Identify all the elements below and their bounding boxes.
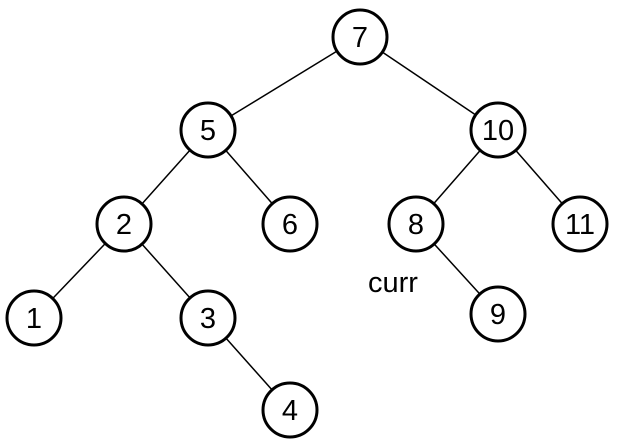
node-circle [5,289,63,347]
node-circle [469,285,527,343]
edge-n8-n9 [433,243,481,295]
node-label: 11 [565,209,595,241]
tree-node-4: 4 [261,381,319,439]
node-circle [331,8,389,66]
tree-node-10: 10 [469,101,527,159]
node-label: 5 [200,115,216,147]
edge-n2-n3 [141,243,191,299]
node-label: 2 [116,209,132,241]
tree-node-3: 3 [179,289,237,347]
tree-edges [52,50,563,391]
tree-node-8: 8 [387,195,445,253]
tree-node-9: 9 [469,285,527,343]
node-label: 10 [482,115,514,147]
node-label: 9 [490,299,506,331]
node-circle [469,101,527,159]
tree-node-1: 1 [5,289,63,347]
node-label: 7 [352,22,368,54]
edge-n7-n10 [381,51,477,116]
edge-n2-n1 [52,242,106,300]
node-circle [387,195,445,253]
curr-pointer-label: curr [368,267,418,299]
node-circle [179,289,237,347]
tree-node-7: 7 [331,8,389,66]
node-circle [261,381,319,439]
tree-node-11: 11 [551,195,609,253]
node-circle [261,195,319,253]
edge-n10-n11 [515,149,563,205]
node-circle [179,101,237,159]
node-circle [551,195,609,253]
edge-n5-n2 [141,149,191,205]
edge-n5-n6 [225,149,273,205]
edge-n10-n8 [433,149,481,205]
node-label: 3 [200,303,216,335]
tree-node-5: 5 [179,101,237,159]
node-label: 1 [26,303,42,335]
node-label: 8 [408,209,424,241]
node-label: 6 [282,209,298,241]
edge-n7-n5 [230,50,338,117]
node-circle [95,195,153,253]
tree-node-2: 2 [95,195,153,253]
node-label: 4 [282,395,298,427]
tree-node-6: 6 [261,195,319,253]
edge-n3-n4 [225,337,273,391]
